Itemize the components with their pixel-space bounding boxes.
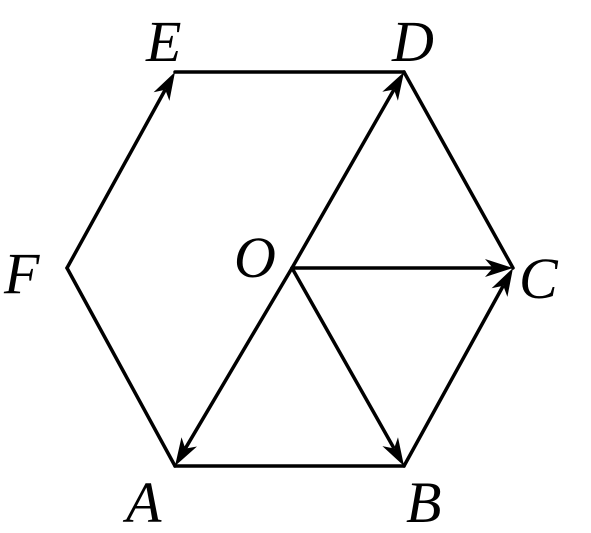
vertex-label-e: E xyxy=(145,9,181,74)
arrowhead-od xyxy=(382,72,404,101)
segment-bc xyxy=(402,285,505,468)
vertex-label-f: F xyxy=(3,241,40,306)
arrowhead-oa xyxy=(175,437,197,466)
segment-oa xyxy=(184,266,294,449)
vertex-label-a: A xyxy=(122,470,162,533)
segment-od xyxy=(290,89,395,270)
segment-ob xyxy=(290,266,395,449)
segment-cd xyxy=(402,70,515,270)
segment-af xyxy=(65,266,177,468)
arrowhead-oc xyxy=(485,259,513,277)
arrowhead-fe xyxy=(153,72,175,101)
vertex-label-d: D xyxy=(391,9,434,74)
arrowheads-layer xyxy=(153,72,513,466)
segments-layer xyxy=(65,70,515,468)
segment-fe xyxy=(65,89,167,270)
arrowhead-bc xyxy=(491,268,513,297)
arrowhead-ob xyxy=(382,437,404,466)
vertex-label-c: C xyxy=(519,246,559,311)
vertex-label-o: O xyxy=(234,225,276,290)
vertex-label-b: B xyxy=(406,470,441,533)
